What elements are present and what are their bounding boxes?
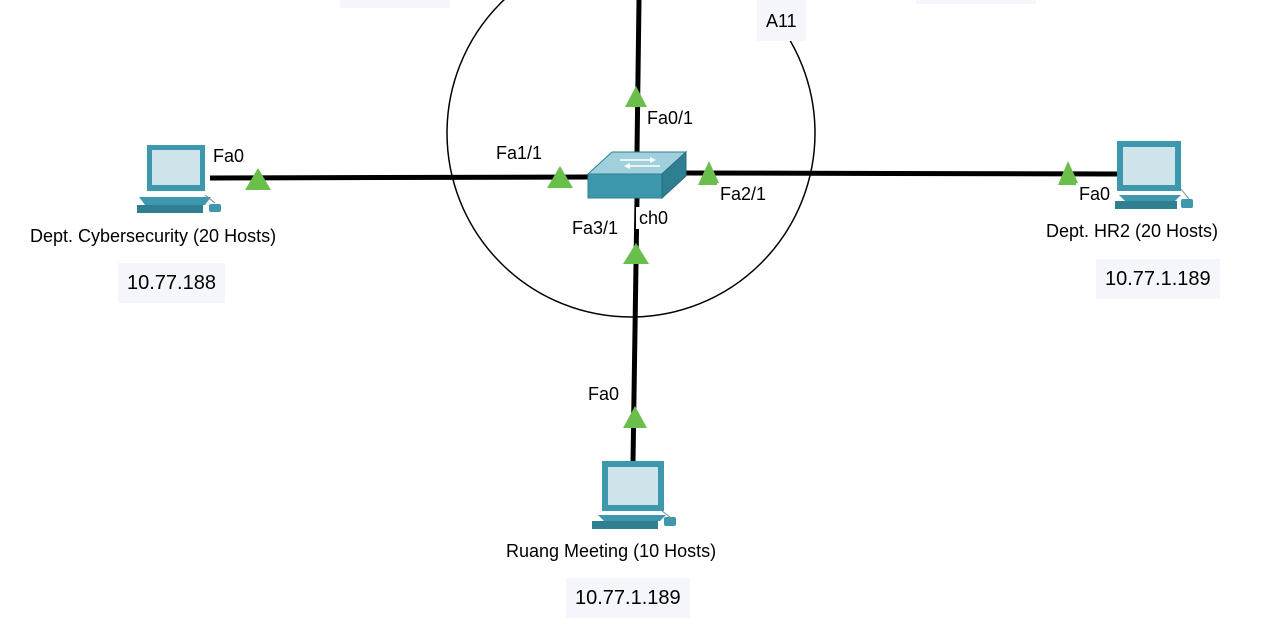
- pc-right-icon[interactable]: [1115, 141, 1193, 209]
- host-left-name: Dept. Cybersecurity (20 Hosts): [30, 226, 277, 246]
- port-label-bottom: Fa3/1: [569, 217, 622, 239]
- port-label-right: Fa2/1: [717, 183, 770, 205]
- host-bottom-ip: 10.77.1.189: [566, 578, 690, 618]
- port-label-left: Fa1/1: [493, 142, 546, 164]
- host-bottom-port-label: Fa0: [585, 383, 623, 405]
- host-left-ip: 10.77.188: [118, 263, 225, 303]
- port-status-indicators: [245, 86, 1079, 428]
- port-up-top-icon: [625, 86, 647, 107]
- port-up-right-switch-icon: [698, 161, 720, 185]
- top-label-box-left: [340, 0, 450, 8]
- port-up-bottom-host-icon: [623, 406, 647, 428]
- pc-bottom-icon[interactable]: [592, 461, 676, 529]
- host-right-name: Dept. HR2 (20 Hosts): [1046, 221, 1219, 241]
- switch-icon[interactable]: [586, 150, 688, 200]
- port-label-bottom-extra: ch0: [636, 207, 672, 229]
- port-up-left-host-icon: [245, 168, 271, 190]
- port-up-left-switch-icon: [547, 166, 573, 188]
- host-left-port-label: Fa0: [210, 145, 248, 167]
- host-bottom-name: Ruang Meeting (10 Hosts): [506, 541, 717, 561]
- area-circle: [446, 0, 816, 318]
- port-label-top: Fa0/1: [644, 107, 697, 129]
- port-up-right-host-icon: [1058, 161, 1079, 185]
- link-right[interactable]: [681, 170, 1119, 177]
- host-right-ip: 10.77.1.189: [1096, 259, 1220, 299]
- link-top[interactable]: [634, 0, 642, 153]
- top-label-box-right: [916, 0, 1036, 4]
- links: [209, 0, 1119, 463]
- link-left[interactable]: [209, 174, 593, 181]
- port-up-bottom-switch-icon: [623, 243, 649, 264]
- pc-left-icon[interactable]: [137, 145, 221, 213]
- host-right-port-label: Fa0: [1076, 183, 1114, 205]
- area-label: A11: [757, 0, 806, 41]
